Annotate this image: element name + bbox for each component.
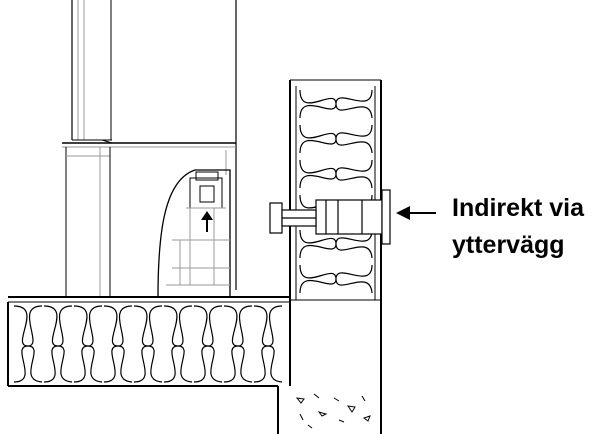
insulation-loop: [299, 229, 373, 259]
insulation-loop: [73, 305, 103, 383]
callout-arrow-icon: [396, 206, 436, 220]
insulation-loop: [13, 305, 43, 383]
insulation-loop: [133, 305, 163, 383]
callout-label: Indirekt via yttervägg: [452, 190, 602, 264]
insulation-loop: [299, 89, 373, 119]
insulation-loop: [299, 264, 373, 294]
insulation-loop: [103, 305, 133, 383]
concrete-texture: [295, 393, 371, 429]
callout-line-2: yttervägg: [452, 231, 565, 259]
callout-line-1: Indirekt via: [452, 194, 584, 222]
insulation-loop: [193, 305, 223, 383]
insulation-loop: [163, 305, 193, 383]
insulation-loop: [223, 305, 253, 383]
insulation-loop: [299, 159, 373, 189]
connection-arrow-icon: [201, 211, 213, 232]
insulation-loop: [299, 124, 373, 154]
indoor-unit: [62, 0, 237, 298]
insulation-loop: [253, 305, 283, 383]
wall-terminal: [269, 189, 391, 245]
floor-structure: [8, 80, 291, 387]
cutaway-view: [157, 169, 231, 298]
foundation: [7, 302, 382, 434]
wall-insulation: [299, 89, 373, 294]
insulation-loop: [43, 305, 73, 383]
floor-insulation: [13, 305, 283, 383]
